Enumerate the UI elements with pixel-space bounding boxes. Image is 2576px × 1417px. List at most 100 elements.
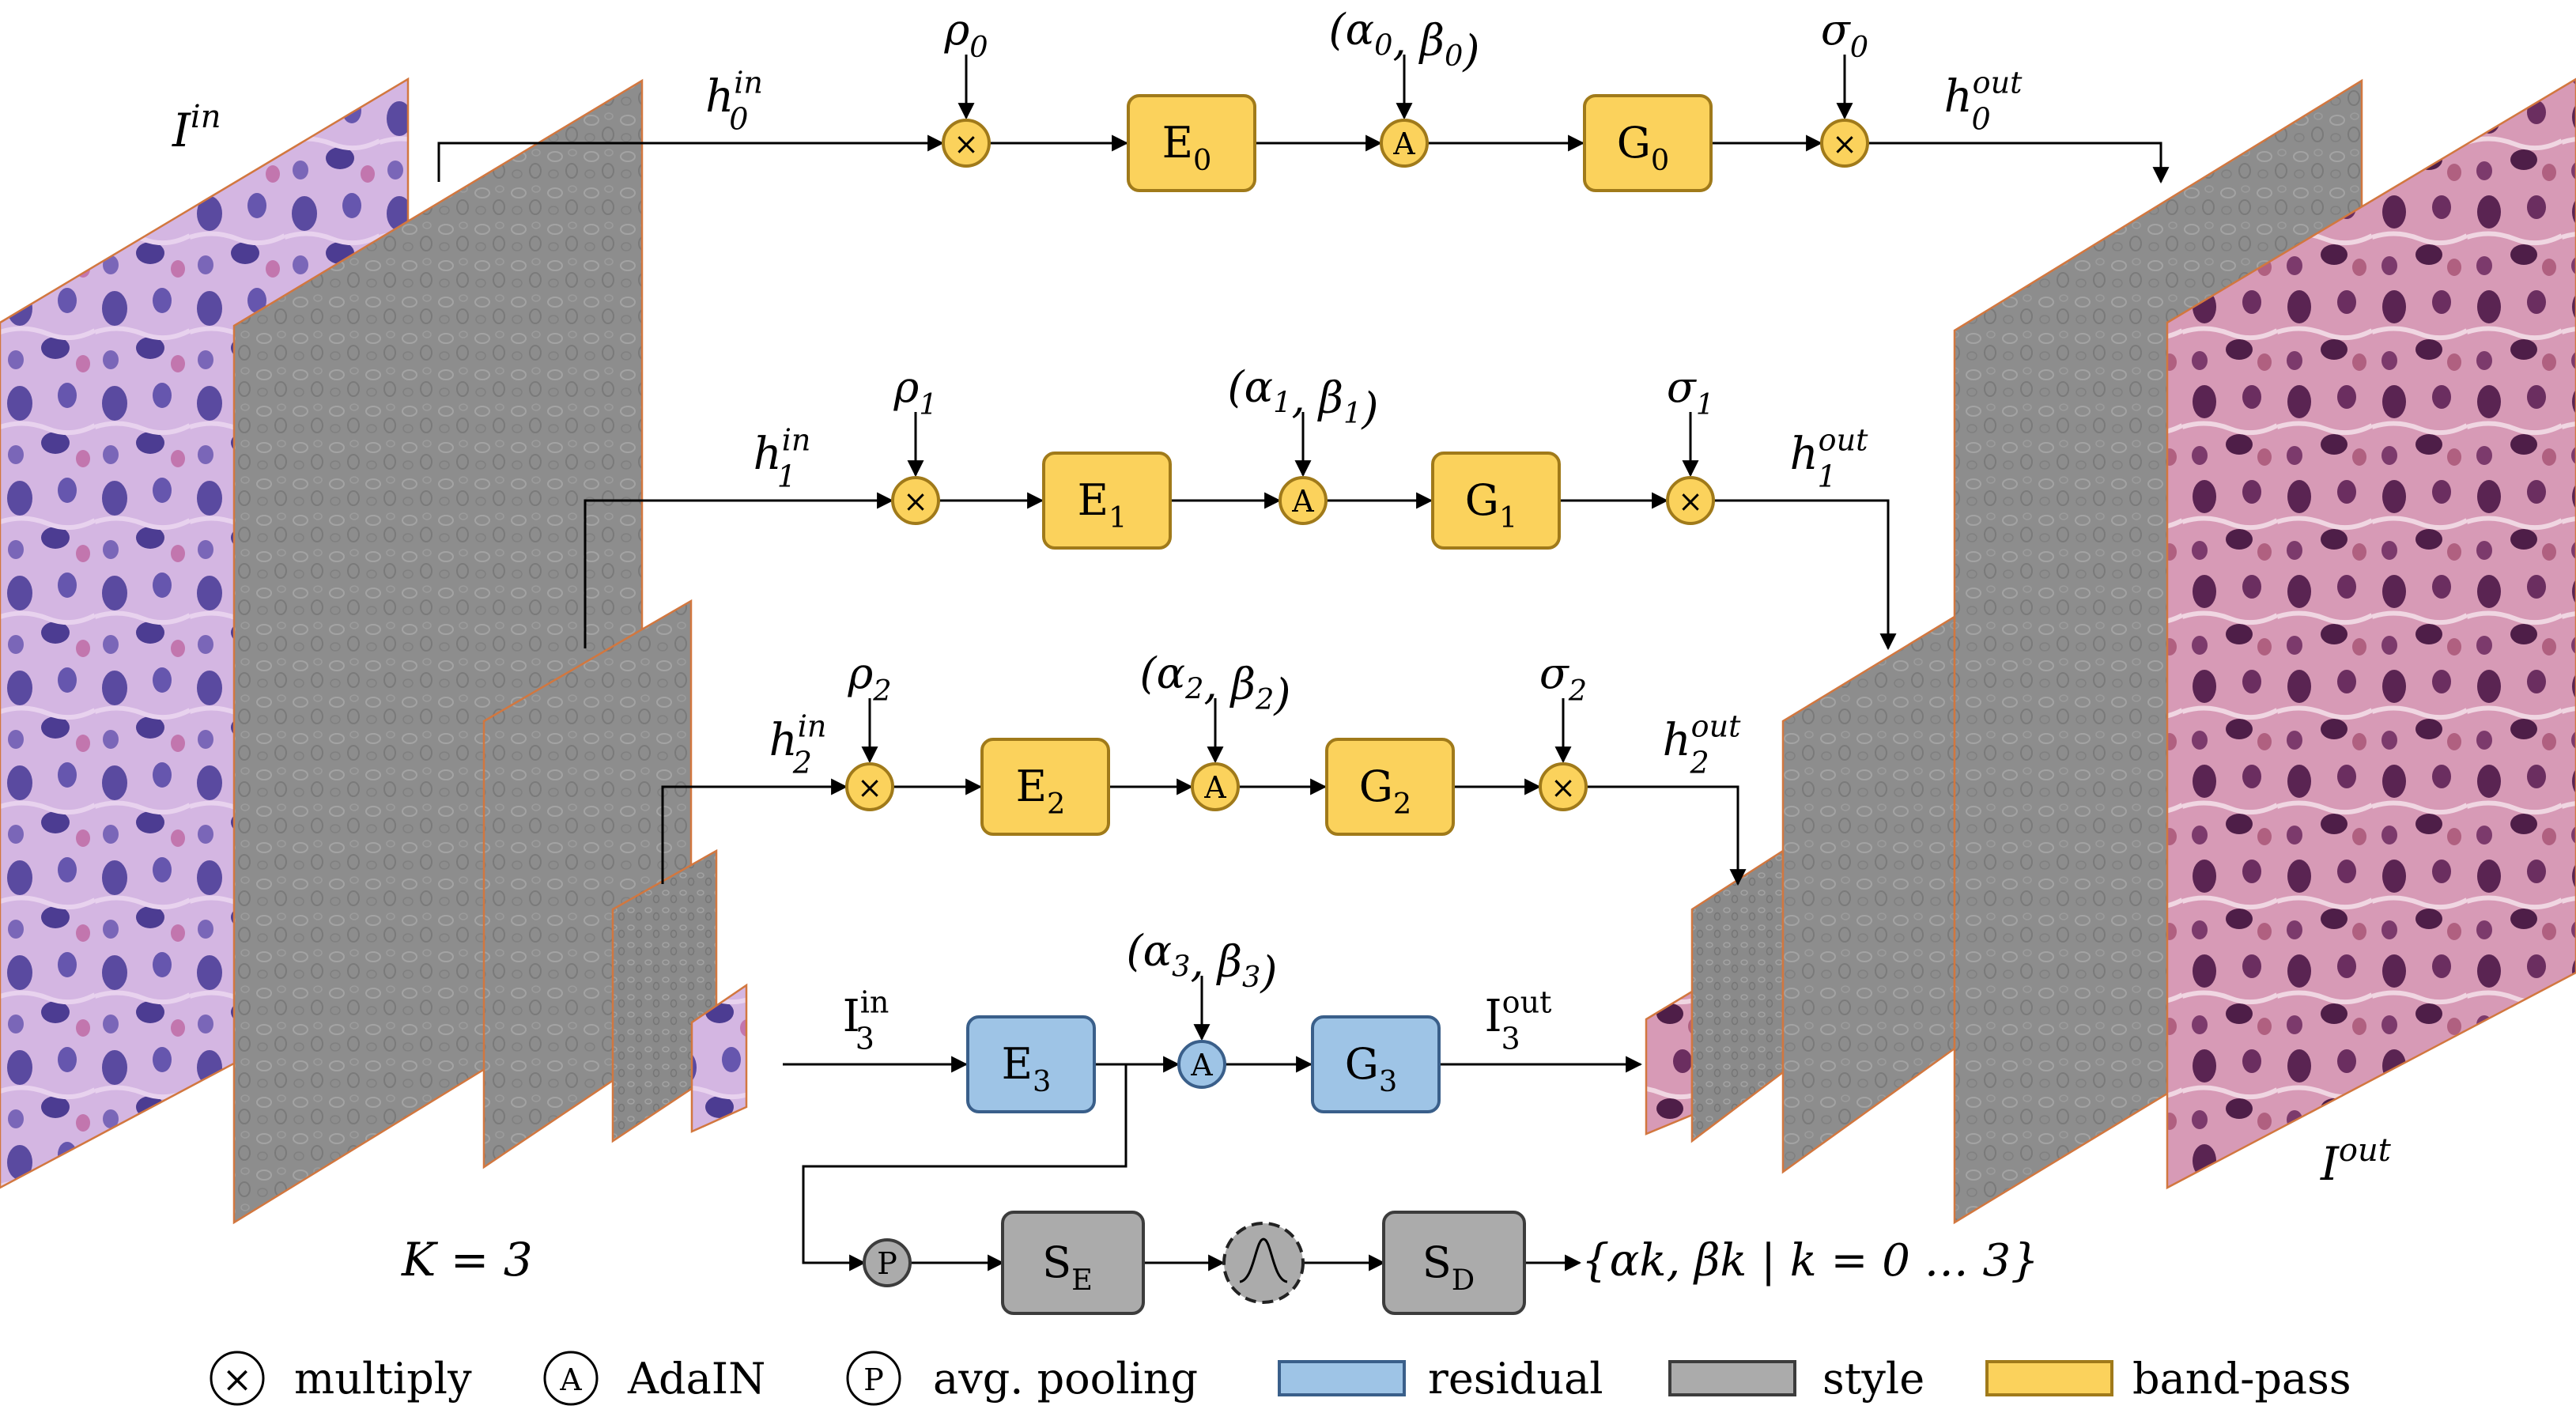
band-1-sigma-multiply: × <box>1666 476 1715 525</box>
legend-multiply-label: multiply <box>294 1354 472 1404</box>
band-2-ab-label: (α2, β2) <box>1140 648 1291 720</box>
style-encoder: SE <box>1001 1211 1145 1315</box>
k-equals-label: K = 3 <box>401 1233 533 1287</box>
band-0-decoder-rect <box>1583 94 1713 192</box>
output-image-label: Iout <box>2320 1132 2392 1191</box>
band-2-decoder-rect <box>1325 738 1455 836</box>
legend-adain-icon <box>543 1351 599 1406</box>
legend-style-swatch <box>1668 1360 1796 1396</box>
band-0-encoder-rect <box>1127 94 1256 192</box>
band-2-output-wire <box>1587 785 1747 886</box>
band-0-rho-label: ρ0 <box>943 5 988 64</box>
band-0-ab-label: (α0, β0) <box>1329 5 1480 76</box>
band-0-input-wire <box>437 134 945 182</box>
band-2-encoder-label: E2 <box>1016 761 1066 821</box>
legend-multiply-icon <box>210 1351 265 1406</box>
gaussian-curve-icon <box>1239 1238 1288 1283</box>
legend-adain-label: AdaIN <box>627 1354 765 1404</box>
band-2-input-wire <box>661 778 848 884</box>
band-1-encoder-label: E1 <box>1078 475 1127 535</box>
style-encoder-label: SE <box>1042 1238 1093 1297</box>
style-avg-pool: P <box>863 1238 912 1287</box>
band-2-encoder-rect <box>980 738 1110 836</box>
legend-pool-symbol: P <box>863 1362 884 1397</box>
legend-residual-swatch <box>1278 1360 1406 1396</box>
output-residual-frame <box>1645 989 1694 1135</box>
band-0-adain-circle <box>1380 119 1429 168</box>
band-2-decoder-label: G2 <box>1359 761 1412 821</box>
band-2-rho-multiply: × <box>845 762 894 811</box>
style-gaussian-sampler <box>1222 1222 1305 1304</box>
legend-bandpass-label: band-pass <box>2132 1354 2351 1404</box>
band-0-sigma-label: σ0 <box>1821 5 1868 64</box>
residual-encoder-label: E3 <box>1002 1039 1052 1098</box>
band-0-sigma-multiply-glyph: × <box>1832 127 1857 161</box>
band-0-rho-multiply-glyph: × <box>954 127 979 161</box>
residual-adain-glyph: A <box>1190 1048 1213 1083</box>
band-2-sigma-multiply: × <box>1539 762 1588 811</box>
band-1-rho-label: ρ1 <box>893 362 937 421</box>
band-0-rho-multiply-circle <box>942 119 991 168</box>
band-0-rho-multiply: × <box>942 119 991 168</box>
residual-encoder-rect <box>966 1015 1096 1113</box>
band-0-encoder: E0 <box>1127 94 1256 192</box>
band-1-rho-multiply-circle <box>891 476 940 525</box>
output-band-1-frame <box>1781 614 1956 1174</box>
output-band-2-frame <box>1690 848 1785 1143</box>
band-0-sigma-multiply: × <box>1820 119 1869 168</box>
style-params-output: {αk, βk | k = 0 … 3} <box>1581 1235 2039 1287</box>
style-avg-pool-circle <box>863 1238 912 1287</box>
residual-decoder: G3 <box>1311 1015 1441 1113</box>
band-2-rho-multiply-circle <box>845 762 894 811</box>
band-1-encoder: E1 <box>1042 452 1172 550</box>
band-2-decoder: G2 <box>1325 738 1455 836</box>
style-decoder-label: SD <box>1422 1238 1475 1297</box>
residual-encoder: E3 <box>966 1015 1096 1113</box>
band-0-decoder-label: G0 <box>1617 118 1670 177</box>
legend-pool-icon <box>846 1351 901 1406</box>
band-0-adain-glyph: A <box>1392 127 1415 161</box>
band-0-adain: A <box>1380 119 1429 168</box>
band-1-decoder-rect <box>1431 452 1561 550</box>
band-1-rho-multiply: × <box>891 476 940 525</box>
band-1-encoder-rect <box>1042 452 1172 550</box>
band-1-rho-multiply-glyph: × <box>903 484 928 519</box>
band-0-decoder: G0 <box>1583 94 1713 192</box>
band-2-adain: A <box>1191 762 1240 811</box>
style-branch-wire <box>802 1064 1127 1272</box>
style-decoder-rect <box>1382 1211 1526 1315</box>
connectors <box>437 55 2170 1272</box>
band-2-sigma-label: σ2 <box>1539 648 1587 708</box>
band-1-adain-circle <box>1279 476 1328 525</box>
legend-pool-label: avg. pooling <box>933 1354 1198 1404</box>
band-1-sigma-multiply-circle <box>1666 476 1715 525</box>
band-1-decoder: G1 <box>1431 452 1561 550</box>
residual-adain-circle <box>1177 1040 1226 1089</box>
band-1-sigma-multiply-glyph: × <box>1678 484 1703 519</box>
residual-decoder-label: G3 <box>1345 1039 1398 1098</box>
band-1-adain-glyph: A <box>1291 484 1314 519</box>
style-decoder: SD <box>1382 1211 1526 1315</box>
legend-multiply-symbol: × <box>222 1358 253 1400</box>
band-1-output-wire <box>1714 499 1897 651</box>
style-gaussian-sampler-circle <box>1222 1222 1305 1304</box>
output-image-frame <box>2166 77 2576 1190</box>
band-0-output-wire <box>1868 142 2170 184</box>
band-0-sigma-multiply-circle <box>1820 119 1869 168</box>
input-image-label: Iin <box>172 99 221 157</box>
band-2-adain-glyph: A <box>1203 770 1226 805</box>
style-encoder-rect <box>1001 1211 1145 1315</box>
band-2-adain-circle <box>1191 762 1240 811</box>
band-1-adain: A <box>1279 476 1328 525</box>
band-1-decoder-label: G1 <box>1465 475 1518 535</box>
band-2-sigma-multiply-glyph: × <box>1551 770 1576 805</box>
band-2-sigma-multiply-circle <box>1539 762 1588 811</box>
legend-bandpass-swatch <box>1985 1360 2113 1396</box>
legend-residual-label: residual <box>1428 1354 1603 1404</box>
